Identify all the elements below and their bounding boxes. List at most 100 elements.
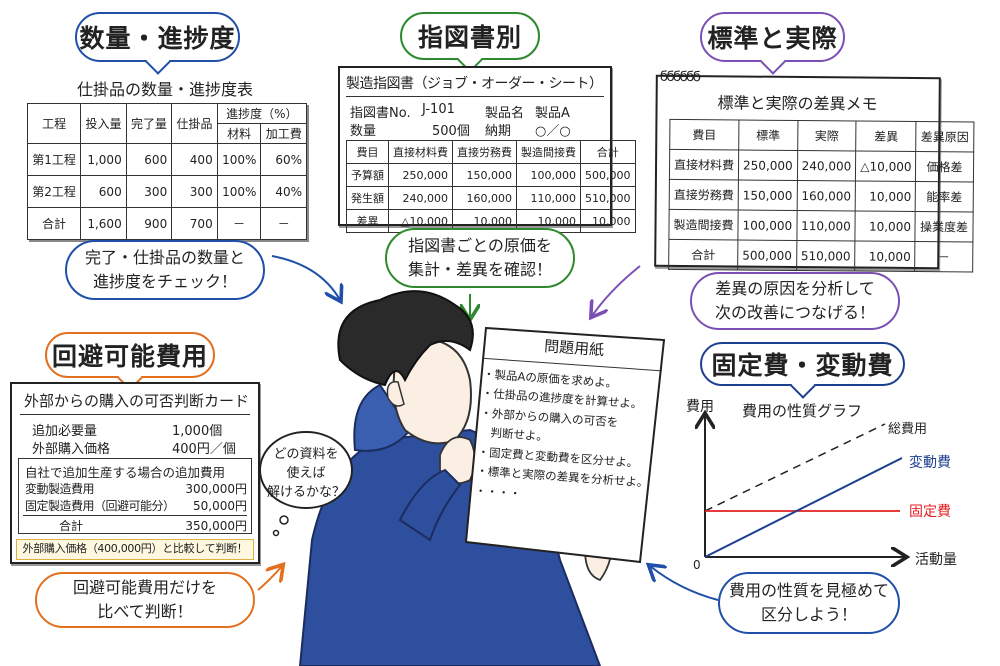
table-cell: 500,000 (580, 163, 636, 187)
divider (20, 414, 250, 415)
value: 1,000個 (172, 424, 223, 439)
arrow-icon (650, 566, 719, 601)
table-cell: － (216, 207, 262, 240)
header-cell: 合計 (580, 140, 636, 164)
progress-table-title: 仕掛品の数量・進捗度表 (76, 80, 253, 99)
arm (398, 468, 462, 542)
variance-heading: 標準と実際 (707, 24, 838, 53)
label: 数量 (350, 124, 377, 139)
box-title: 自社で追加生産する場合の追加費用 (25, 465, 226, 480)
table-cell: 300 (125, 175, 173, 208)
header-cell: 費目 (346, 140, 389, 164)
exam-paper (464, 326, 666, 564)
header-cell: 材料 (216, 123, 262, 144)
label: 変動製造費用 (25, 482, 95, 496)
arrow-icon (271, 255, 340, 300)
legend-total-cost: 総費用 (888, 422, 928, 437)
value: 500個 (432, 124, 470, 139)
card-title: 外部からの購入の可否判断カード (24, 392, 250, 410)
value: 50,000円 (193, 499, 247, 513)
label: 製品名 (485, 106, 525, 121)
note-line: 費用の性質を見極めて (728, 581, 889, 600)
table-cell: 150,000 (452, 163, 517, 187)
value: 300,000円 (185, 482, 247, 496)
divider (346, 96, 604, 97)
header-cell: 製造間接費 (516, 140, 581, 164)
arrow-icon (592, 265, 641, 316)
table-cell: 100% (216, 143, 262, 176)
ear (386, 381, 405, 407)
table-cell: 1,600 (80, 207, 127, 240)
table-cell: 1,000 (80, 143, 127, 176)
row-label-cell: 第2工程 (26, 175, 82, 208)
thought-line: 解けるかな？ (266, 484, 345, 500)
note-line: 差異の原因を分析して (715, 279, 875, 298)
job-order-note-cloud: 指図書ごとの原価を 集計・差異を確認！ (385, 228, 575, 288)
progress-note-cloud: 完了・仕掛品の数量と 進捗度をチェック！ (65, 240, 265, 300)
origin-label: 0 (693, 558, 701, 572)
make-or-buy-card: 外部からの購入の可否判断カード 追加必要量 1,000個 外部購入価格 400円… (10, 382, 260, 564)
table-cell: 600 (125, 143, 173, 176)
thought-dot (279, 515, 289, 525)
table-cell: 100,000 (516, 163, 581, 187)
variance-heading-bubble: 標準と実際 (700, 12, 845, 62)
table-cell: 40% (260, 175, 307, 208)
value: 400円／個 (172, 442, 236, 457)
series-total-cost (704, 423, 886, 512)
header-cell: 投入量 (80, 103, 127, 144)
thought-text: どの資料を 使えば 解けるかな？ (264, 446, 348, 503)
table-cell: 10,000 (580, 209, 636, 233)
table-cell: 160,000 (452, 186, 517, 210)
note-line: 指図書ごとの原価を (408, 236, 552, 255)
table-cell: 250,000 (388, 163, 453, 187)
table-cell: 600 (80, 175, 127, 208)
table-cell: 60% (260, 143, 307, 176)
cost-behavior-heading-bubble: 固定費・変動費 (700, 342, 905, 386)
graph-title: 費用の性質グラフ (742, 402, 863, 420)
value: J-101 (422, 102, 455, 117)
additional-cost-box: 自社で追加生産する場合の追加費用 変動製造費用 300,000円 固定製造費用（… (18, 458, 252, 534)
note-line: 回避可能費用だけを (72, 578, 217, 597)
variance-note-cloud: 差異の原因を分析して 次の改善につなげる！ (690, 272, 900, 330)
label: 納期 (485, 124, 512, 139)
series-variable-cost (704, 457, 903, 558)
divider (23, 515, 247, 516)
exam-paper-text: 問題用紙 ・製品Aの原価を求めよ。・仕掛品の進捗度を計算せよ。・外部からの購入の… (474, 330, 664, 513)
header-cell: 加工費 (260, 123, 307, 144)
thought-dot (272, 529, 280, 537)
x-axis-label: 活動量 (915, 552, 957, 568)
label: 合計 (59, 519, 84, 533)
legend-fixed-cost: 固定費 (909, 504, 951, 520)
table-cell: 240,000 (388, 186, 453, 210)
note-line: 進捗度をチェック！ (92, 272, 237, 291)
value: 製品A (535, 106, 570, 121)
note-line: 集計・差異を確認！ (407, 260, 552, 279)
job-order-title: 製造指図書（ジョブ・オーダー・シート） (346, 76, 603, 92)
avoidable-heading-bubble: 回避可能費用 (45, 332, 215, 378)
job-order-sheet: 製造指図書（ジョブ・オーダー・シート） 指図書No. J-101 製品名 製品A… (338, 66, 636, 233)
hair (337, 290, 474, 387)
table-cell: 110,000 (516, 186, 581, 210)
legend-variable-cost: 変動費 (909, 455, 951, 471)
label: 指図書No. (350, 106, 411, 121)
row-label-cell: 差異 (346, 209, 389, 233)
header-row: 費目直接材料費直接労務費製造間接費合計 (346, 140, 636, 164)
note-line: 区分しよう！ (760, 605, 857, 624)
thought-line: 使えば (286, 465, 326, 481)
progress-heading: 数量・進捗度 (79, 24, 236, 53)
label: 追加必要量 (32, 424, 98, 439)
row-label-cell: 合計 (26, 207, 82, 240)
conclusion-banner: 外部購入価格（400,000円）と比較して判断！ (16, 539, 254, 560)
arrow-icon (257, 566, 282, 591)
note-line: 次の改善につなげる！ (714, 303, 875, 322)
cost-graph (705, 415, 905, 557)
label: 外部購入価格 (32, 442, 111, 457)
cost-behavior-note-cloud: 費用の性質を見極めて 区分しよう！ (718, 572, 900, 634)
